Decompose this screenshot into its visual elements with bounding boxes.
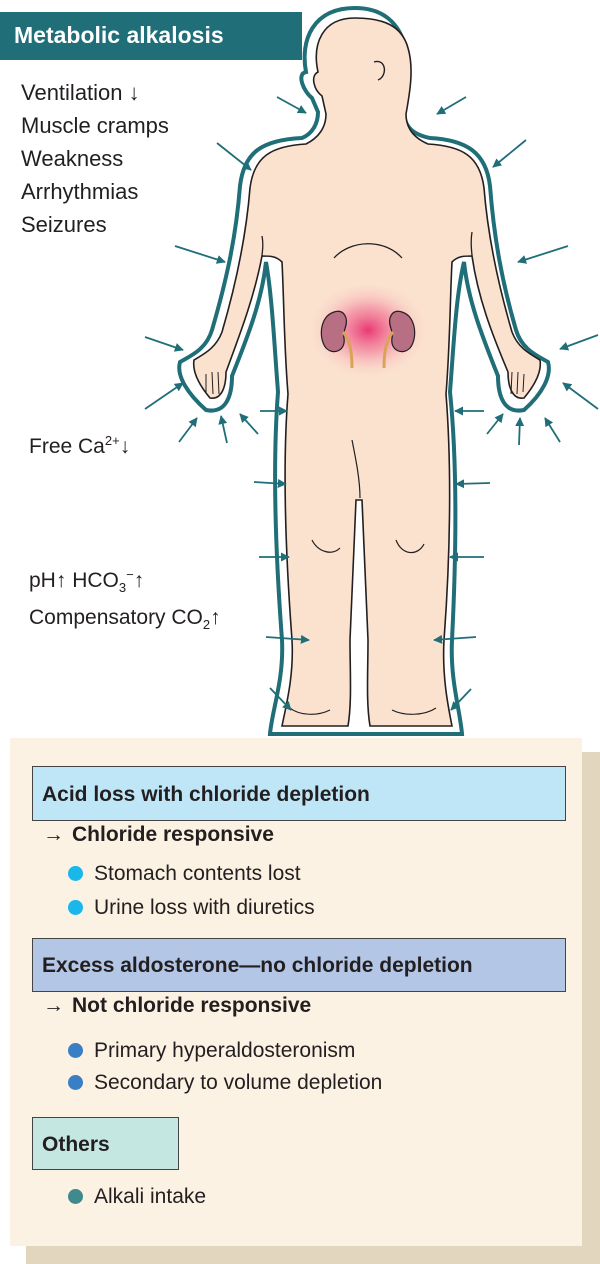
chest-line <box>333 243 403 259</box>
left-arm-line <box>261 235 264 257</box>
list-item-text: Secondary to volume depletion <box>94 1071 383 1094</box>
bullet-dot <box>68 900 83 915</box>
hco3-text: HCO <box>72 569 119 592</box>
list-item: Alkali intake <box>68 1185 206 1209</box>
right-hand-lines <box>510 371 525 395</box>
bullet-dot <box>68 1075 83 1090</box>
left-knee-line <box>311 539 341 553</box>
left-hand-lines <box>205 371 220 395</box>
free-ca-charge: 2+ <box>104 433 120 448</box>
free-calcium-label: Free Ca2+↓ <box>29 433 130 459</box>
ph-label: pH↑ HCO3−↑ Compensatory CO2↑ <box>29 560 221 640</box>
right-ureter <box>382 331 395 369</box>
responsive-text: Not chloride responsive <box>72 994 312 1017</box>
left-kidney <box>320 310 348 353</box>
symptom-item: Weakness <box>21 146 124 171</box>
groin-line <box>351 439 361 499</box>
list-item: Secondary to volume depletion <box>68 1071 382 1095</box>
list-item-text: Primary hyperaldosteronism <box>94 1039 356 1062</box>
ph-arrow: ↑ <box>55 569 67 592</box>
symptom-item: Ventilation ↓ <box>21 80 140 105</box>
figure-title: Metabolic alkalosis <box>0 12 302 60</box>
co2-line: Compensatory CO2↑ <box>29 603 221 640</box>
kidney-glow <box>306 280 430 380</box>
symptom-item: Muscle cramps <box>21 113 169 138</box>
symptom-list: Ventilation ↓ Muscle cramps Weakness Arr… <box>21 76 169 241</box>
arrow-glyph: → <box>43 823 64 846</box>
bullet-dot <box>68 1189 83 1204</box>
list-item-text: Urine loss with diuretics <box>94 896 315 919</box>
ph-line: pH↑ HCO3−↑ <box>29 560 221 603</box>
right-kidney <box>388 310 416 353</box>
list-item: Stomach contents lost <box>68 862 301 886</box>
right-arm-line <box>470 231 473 257</box>
free-ca-arrow: ↓ <box>119 435 131 458</box>
symptom-item: Seizures <box>21 212 107 237</box>
ph-text: pH <box>29 569 56 592</box>
body-figure <box>144 5 599 736</box>
group-header-chloride-depletion: Acid loss with chloride depletion <box>32 766 566 821</box>
hco3-sub: 3 <box>118 580 127 596</box>
ear-line <box>373 60 385 81</box>
co2-sub: 2 <box>202 617 211 633</box>
co2-arrow: ↑ <box>210 606 221 630</box>
arrow-glyph: → <box>43 994 64 1017</box>
list-item-text: Alkali intake <box>94 1185 207 1208</box>
body-halo-outline <box>177 5 551 736</box>
right-foot-line <box>391 707 437 715</box>
right-knee-line <box>395 539 425 554</box>
symptom-item: Arrhythmias <box>21 179 139 204</box>
group-header-others: Others <box>32 1117 179 1170</box>
bullet-dot <box>68 1043 83 1058</box>
hco3-charge: − <box>126 567 134 582</box>
inward-arrows <box>144 96 599 711</box>
co2-text: Compensatory CO <box>29 606 203 630</box>
left-foot-line <box>289 707 331 715</box>
not-chloride-responsive-label: → Not chloride responsive <box>43 994 311 1018</box>
list-item: Primary hyperaldosteronism <box>68 1039 355 1063</box>
free-ca-text: Free Ca <box>29 435 105 458</box>
chloride-responsive-label: → Chloride responsive <box>43 823 274 847</box>
list-item: Urine loss with diuretics <box>68 896 315 920</box>
left-ureter <box>341 331 354 369</box>
list-item-text: Stomach contents lost <box>94 862 301 885</box>
bullet-dot <box>68 866 83 881</box>
group-header-excess-aldosterone: Excess aldosterone—no chloride depletion <box>32 938 566 992</box>
responsive-text: Chloride responsive <box>72 823 274 846</box>
hco3-arrow: ↑ <box>133 569 145 592</box>
